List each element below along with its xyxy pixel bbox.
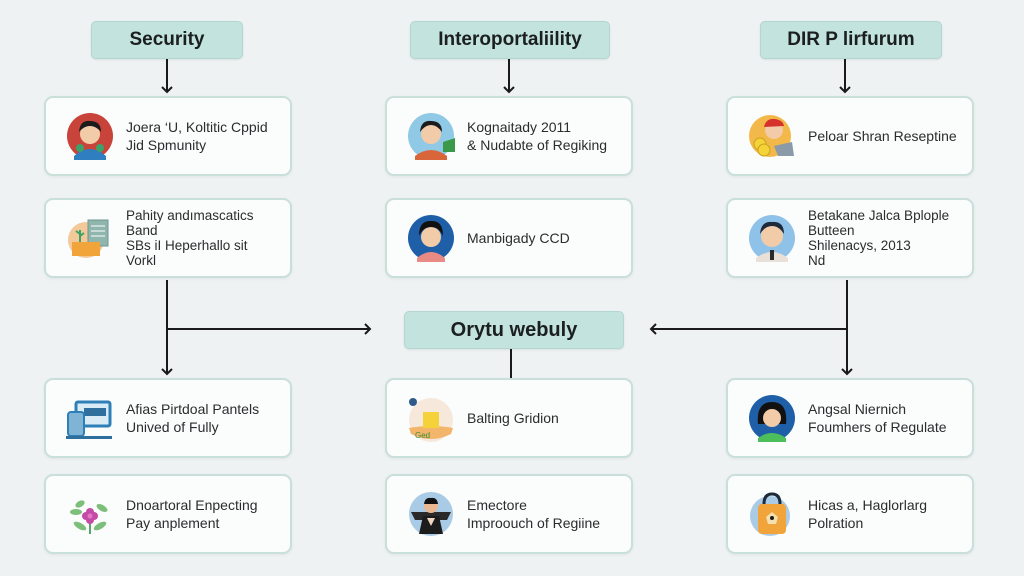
header-interoperability[interactable]: Interoportaliility	[410, 21, 610, 59]
card-text: Hicas a, Haglorlarg Polration	[808, 497, 928, 531]
card-left-2[interactable]: Pahity andımascatics Band SBs iI Heperha…	[44, 198, 292, 278]
card-left-1[interactable]: Joera ‘U, Koltitic Cppid Jid Spmunity	[44, 96, 292, 176]
lock-bag-icon	[748, 490, 796, 538]
card-middle-2[interactable]: Manbigady CCD	[385, 198, 633, 278]
card-right-2[interactable]: Betakane Jalca Bplople Butteen Shilenacy…	[726, 198, 974, 278]
person-avatar-icon	[407, 112, 455, 160]
card-text: Kognaitady 2011 & Nudabte of Regiking	[467, 119, 608, 153]
card-middle-3[interactable]: Ged Balting Gridion	[385, 378, 633, 458]
woman-avatar-icon	[748, 394, 796, 442]
computer-devices-icon	[66, 394, 114, 442]
worker-coins-icon	[748, 112, 796, 160]
card-text: Dnoartoral Enpecting Pay anplement	[126, 497, 258, 531]
header-center[interactable]: Orytu webuly	[404, 311, 624, 349]
card-text: Peloar Shran Reseptine	[808, 128, 957, 144]
person-avatar-icon	[66, 112, 114, 160]
header-third[interactable]: DIR P lirfurum	[760, 21, 942, 59]
woman-avatar-icon	[407, 214, 455, 262]
card-text: Manbigady CCD	[467, 230, 570, 246]
card-middle-1[interactable]: Kognaitady 2011 & Nudabte of Regiking	[385, 96, 633, 176]
card-text: Emectore Improouch of Regiine	[467, 497, 601, 531]
card-text: Betakane Jalca Bplople Butteen Shilenacy…	[808, 208, 950, 268]
svg-text:Ged: Ged	[415, 431, 430, 440]
flower-plant-icon	[66, 490, 114, 538]
card-left-4[interactable]: Dnoartoral Enpecting Pay anplement	[44, 474, 292, 554]
card-text: Balting Gridion	[467, 410, 559, 426]
documents-money-icon	[66, 214, 114, 262]
card-left-3[interactable]: Afias Pirtdoal Pantels Unived of Fully	[44, 378, 292, 458]
card-text: Pahity andımascatics Band SBs iI Heperha…	[126, 208, 254, 268]
food-drink-icon: Ged	[407, 394, 455, 442]
officer-avatar-icon	[407, 490, 455, 538]
card-right-1[interactable]: Peloar Shran Reseptine	[726, 96, 974, 176]
card-right-4[interactable]: Hicas a, Haglorlarg Polration	[726, 474, 974, 554]
card-text: Afias Pirtdoal Pantels Unived of Fully	[126, 401, 260, 435]
card-right-3[interactable]: Angsal Niernich Foumhers of Regulate	[726, 378, 974, 458]
card-text: Joera ‘U, Koltitic Cppid Jid Spmunity	[126, 119, 268, 153]
card-text: Angsal Niernich Foumhers of Regulate	[808, 401, 947, 435]
card-middle-4[interactable]: Emectore Improouch of Regiine	[385, 474, 633, 554]
man-avatar-icon	[748, 214, 796, 262]
header-security[interactable]: Security	[91, 21, 243, 59]
